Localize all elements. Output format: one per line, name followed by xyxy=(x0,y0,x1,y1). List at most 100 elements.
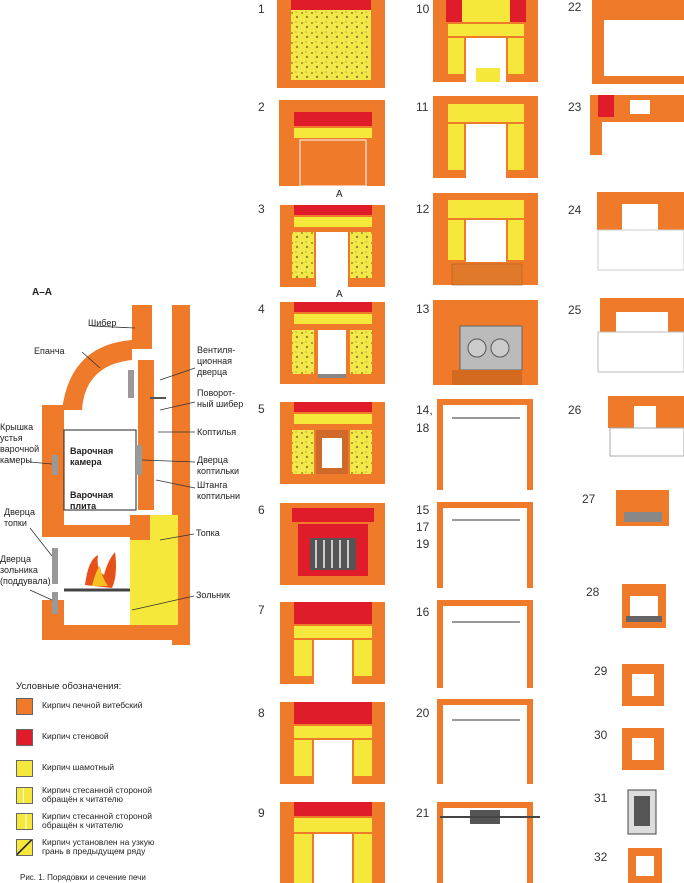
row-8-plan xyxy=(280,702,385,784)
legend-label: Кирпич стесанной стороной xyxy=(42,785,152,795)
row-number: 13 xyxy=(416,302,430,316)
label-povorot: Поворот- xyxy=(197,388,236,398)
row-number: 10 xyxy=(416,2,430,16)
row-9-plan xyxy=(280,802,385,883)
row-6-plan xyxy=(280,503,385,585)
label-zolnik: Зольник xyxy=(196,590,231,600)
row-number: 26 xyxy=(568,403,582,417)
row-number: 29 xyxy=(594,664,608,678)
row-2-plan xyxy=(279,100,385,187)
row-12-plan xyxy=(433,193,538,286)
row-number: 18 xyxy=(416,421,430,435)
row-5-plan xyxy=(280,402,385,484)
label-kryshka: варочной xyxy=(0,444,40,454)
row-number: 17 xyxy=(416,520,430,534)
row-28-plan xyxy=(622,584,666,628)
label-varochnaya-plita: Варочная xyxy=(70,490,114,500)
label-varochnaya-kamera: камера xyxy=(70,457,102,467)
label-dverca-zolnika: зольника xyxy=(0,565,38,575)
legend-label: обращён к читателю xyxy=(42,794,123,804)
row-1-plan xyxy=(277,0,385,88)
row-13-plan xyxy=(433,300,538,385)
label-varochnaya-kamera: Варочная xyxy=(70,446,114,456)
row-number: 30 xyxy=(594,728,608,742)
row-7-plan xyxy=(280,602,385,684)
label-dverca-koptilki: коптильки xyxy=(197,466,239,476)
label-epancha: Епанча xyxy=(34,346,65,356)
label-vent: ционная xyxy=(197,356,233,366)
row-26-plan xyxy=(608,396,684,457)
row-number: 31 xyxy=(594,791,608,805)
row-number: 12 xyxy=(416,202,430,216)
label-vent: дверца xyxy=(197,367,228,377)
row-22-plan xyxy=(592,0,684,84)
legend-label: грань в предыдущем ряду xyxy=(42,846,146,856)
row-14-plan xyxy=(437,399,533,490)
label-dverca-topki: Дверца xyxy=(4,507,35,517)
cross-section xyxy=(29,305,196,645)
row-number: 7 xyxy=(258,603,265,617)
row-number: 25 xyxy=(568,303,582,317)
row-number: 9 xyxy=(258,806,265,820)
row-number: 15 xyxy=(416,503,430,517)
section-marker: А xyxy=(336,289,343,300)
label-shiber: Шибер xyxy=(88,318,117,328)
row-number: 4 xyxy=(258,302,265,316)
row-25-plan xyxy=(597,298,684,373)
row-number: 8 xyxy=(258,706,265,720)
row-3-plan xyxy=(280,205,385,287)
label-vent: Вентиля- xyxy=(197,345,236,355)
row-number: 28 xyxy=(586,585,600,599)
row-number: 11 xyxy=(416,100,429,114)
row-number: 1 xyxy=(258,2,265,16)
row-number: 32 xyxy=(594,850,608,864)
swatch-cut-brick xyxy=(16,787,33,804)
label-dverca-koptilki: Дверца xyxy=(197,455,228,465)
label-dverca-zolnika: (поддувала) xyxy=(0,576,51,586)
label-kryshka: устья xyxy=(0,433,23,443)
row-number: 24 xyxy=(568,203,582,217)
legend-label: Кирпич печной витебский xyxy=(42,700,143,710)
legend-label: обращён к читателю xyxy=(42,820,123,830)
row-number: 20 xyxy=(416,706,430,720)
row-number: 6 xyxy=(258,503,265,517)
row-number: 2 xyxy=(258,100,265,114)
row-24-plan xyxy=(597,192,684,271)
row-number: 22 xyxy=(568,0,582,14)
row-number: 16 xyxy=(416,605,430,619)
section-marker: А xyxy=(336,189,343,200)
row-number: 23 xyxy=(568,100,582,114)
label-shtanga: коптильни xyxy=(197,491,241,501)
row-number: 14, xyxy=(416,403,433,417)
swatch-fireclay xyxy=(16,760,33,777)
row-32-plan xyxy=(628,848,662,883)
legend-label: Кирпич установлен на узкую xyxy=(42,837,155,847)
row-number: 3 xyxy=(258,202,265,216)
label-kryshka: камеры xyxy=(0,455,32,465)
row-20-plan xyxy=(437,699,533,784)
swatch-wall xyxy=(16,729,33,746)
row-number: 27 xyxy=(582,492,596,506)
figure-caption: Рис. 1. Порядовки и сечение печи xyxy=(20,873,146,882)
label-dverca-zolnika: Дверца xyxy=(0,554,31,564)
row-21-plan xyxy=(437,802,540,883)
row-31-plan xyxy=(627,789,657,835)
section-title: А–А xyxy=(32,287,53,298)
swatch-edge-brick xyxy=(16,839,33,856)
legend-label: Кирпич шамотный xyxy=(42,762,114,772)
label-shtanga: Штанга xyxy=(197,480,228,490)
row-number: 5 xyxy=(258,402,265,416)
legend-label: Кирпич стеновой xyxy=(42,731,109,741)
swatch-cut-brick-2 xyxy=(16,813,33,830)
legend-title: Условные обозначения: xyxy=(16,681,122,692)
row-number: 19 xyxy=(416,537,430,551)
swatch-brick xyxy=(16,698,33,715)
label-varochnaya-plita: плита xyxy=(70,501,97,511)
row-27-plan xyxy=(616,490,669,526)
row-29-plan xyxy=(622,664,664,706)
row-11-plan xyxy=(433,96,538,178)
label-koptilya: Коптилья xyxy=(197,427,237,437)
legend-label: Кирпич стесанной стороной xyxy=(42,811,152,821)
label-topka: Топка xyxy=(196,528,220,538)
